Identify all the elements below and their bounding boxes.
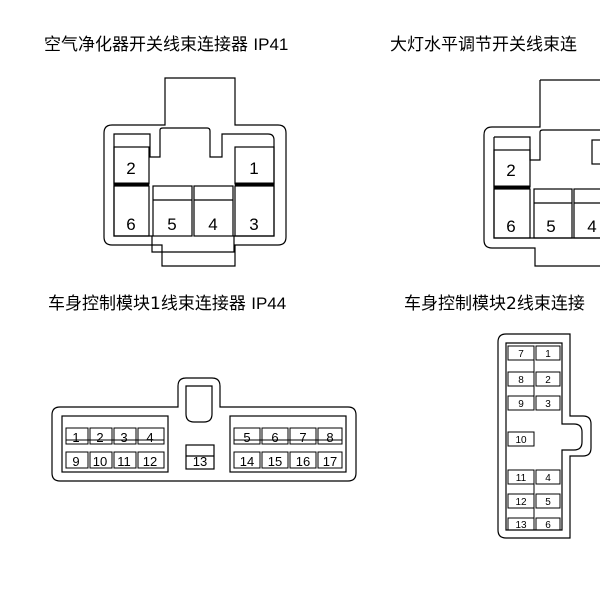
pin-label: 17: [323, 454, 337, 469]
pin-label: 12: [515, 497, 527, 508]
connector-title-bcm-2: 车身控制模块2线束连接: [404, 289, 585, 314]
pin-7: [289, 427, 317, 445]
pin-label: 16: [296, 454, 310, 469]
pin-4: [137, 427, 165, 445]
pin-label: 2: [126, 159, 135, 178]
pin-11: [113, 451, 137, 469]
pin-label: 1: [249, 159, 258, 178]
connector-id: IP41: [253, 35, 289, 54]
pin-label: 1: [545, 349, 551, 360]
pin-16: [289, 451, 317, 469]
connector-title-text: 车身控制模块2线束连接: [404, 294, 585, 314]
pin-label: 7: [518, 349, 524, 360]
connector-title-headlamp-level-switch: 大灯水平调节开关线束连: [390, 30, 577, 55]
connector-ip44-cells: [65, 427, 343, 469]
pin-label: 7: [299, 430, 306, 445]
pin-3: [535, 395, 561, 411]
connector-title-text: 大灯水平调节开关线束连: [390, 35, 577, 55]
pin-label: 5: [167, 215, 176, 234]
connector-bcm-2-cells: [507, 345, 561, 531]
connector-id: IP44: [251, 294, 287, 313]
connector-title-ip44: 车身控制模块1线束连接器 IP44: [48, 289, 286, 314]
pin-9: [65, 451, 89, 469]
pin-8: [317, 427, 343, 445]
pin-6: [493, 188, 531, 239]
pin-2: [89, 427, 113, 445]
pin-1: [535, 345, 561, 361]
pin-label: 3: [249, 215, 258, 234]
pin-label: 13: [515, 520, 527, 531]
pin-4: [573, 188, 600, 239]
pin-label: 2: [545, 375, 551, 386]
pin-label: 6: [126, 215, 135, 234]
pin-label: 2: [96, 430, 103, 445]
pin-label: 5: [243, 430, 250, 445]
pin-1: [65, 427, 89, 445]
pin-label: 10: [515, 435, 527, 446]
pin-label: 8: [326, 430, 333, 445]
pin-3: [234, 185, 275, 237]
connector-bcm-2: [497, 333, 592, 539]
pin-17: [317, 451, 343, 469]
pin-13: [185, 444, 215, 470]
pin-6: [535, 517, 561, 531]
pin-label: 6: [271, 430, 278, 445]
pin-12: [137, 451, 165, 469]
pin-label: 6: [545, 520, 551, 531]
pin-label: 11: [516, 473, 527, 484]
pin-label: 8: [518, 375, 524, 386]
pin-5: [535, 493, 561, 509]
pin-3: [113, 427, 137, 445]
pin-5: [233, 427, 261, 445]
pin-6: [113, 185, 150, 237]
pin-label: 3: [120, 430, 127, 445]
pin-label: 12: [143, 454, 157, 469]
pin-label: 1: [72, 430, 79, 445]
pin-label: 5: [545, 497, 551, 508]
connector-ip44-labels: 1 2 3 4 5 6 7 8 9 10 11 12 13 14 15 16 1…: [72, 430, 337, 469]
pin-label: 11: [117, 454, 131, 469]
pin-2: [535, 371, 561, 387]
connector-bcm-2-labels: 7 1 8 2 9 3 10 11 4 12 5 13 6: [515, 349, 551, 531]
pin-15: [261, 451, 289, 469]
pin-4: [535, 469, 561, 485]
pin-label: 9: [518, 399, 524, 410]
connector-headlamp-switch: [483, 79, 600, 267]
pin-label: 4: [208, 215, 217, 234]
pin-10: [89, 451, 113, 469]
connector-title-ip41: 空气净化器开关线束连接器 IP41: [44, 30, 288, 55]
pin-6: [261, 427, 289, 445]
connector-title-text: 空气净化器开关线束连接器: [44, 35, 248, 55]
connector-headlamp-switch-labels: 2 5 4 6: [506, 161, 596, 236]
pin-label: 10: [93, 454, 107, 469]
pin-label: 14: [240, 454, 254, 469]
pin-label: 9: [72, 454, 79, 469]
pin-14: [233, 451, 261, 469]
pin-5: [152, 185, 193, 237]
connector-ip41-labels: 2 1 6 5 4 3: [126, 159, 258, 234]
pin-label: 4: [545, 473, 551, 484]
pin-label: 6: [506, 217, 515, 236]
pin-10: [507, 431, 535, 447]
pin-label: 2: [506, 161, 515, 180]
connector-ip44: [51, 377, 357, 482]
pin-label: 15: [268, 454, 282, 469]
pin-label: 3: [545, 399, 551, 410]
connector-title-text: 车身控制模块1线束连接器: [48, 294, 246, 314]
pin-label: 13: [193, 454, 207, 469]
pin-5: [533, 188, 573, 239]
connector-ip41: [103, 77, 287, 267]
pin-label: 4: [146, 430, 153, 445]
pin-label: 4: [587, 217, 596, 236]
pin-4: [193, 185, 234, 237]
pin-label: 5: [546, 217, 555, 236]
